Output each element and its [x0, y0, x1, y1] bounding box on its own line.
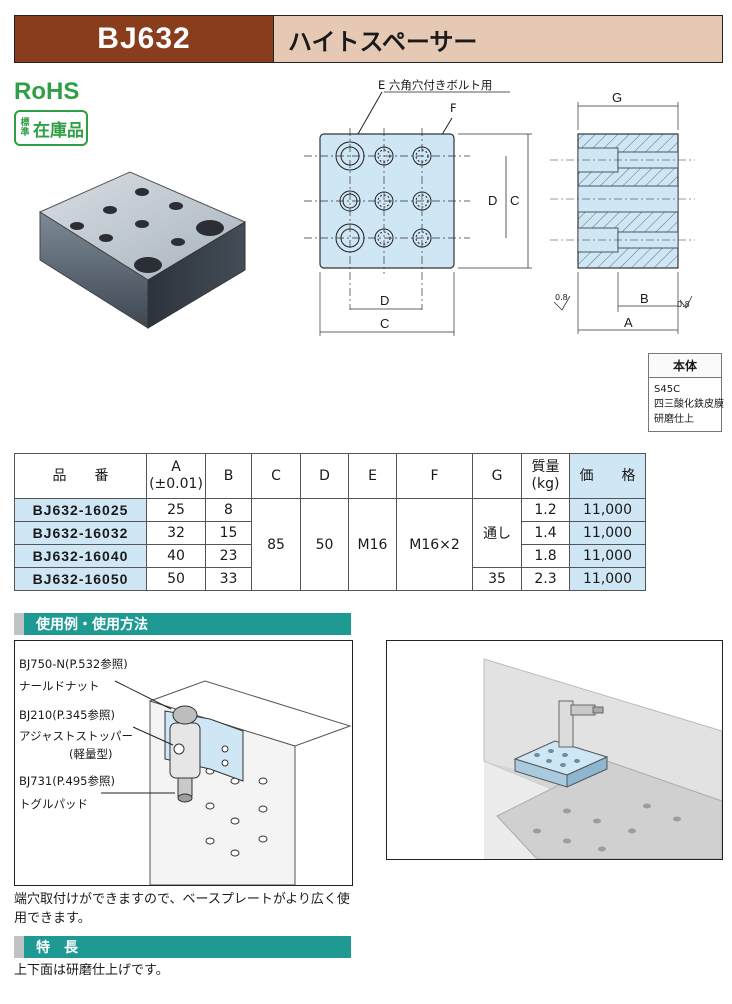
title-bar: BJ632 ハイトスペーサー: [14, 15, 723, 63]
cell-e: M16: [348, 498, 397, 591]
col-d: D: [300, 453, 349, 499]
label-c-horizontal: C: [380, 316, 390, 331]
col-mass-unit: (kg): [531, 476, 560, 492]
table-row: BJ632-16025 25 8 85 50 M16 M16×2 通し 1.2 …: [14, 498, 646, 591]
cell-b: 15: [205, 521, 252, 545]
cell-price: 11,000: [569, 544, 646, 568]
cell-mass: 1.4: [521, 521, 570, 545]
cell-mass: 1.8: [521, 544, 570, 568]
standard-label: 標準: [20, 118, 30, 138]
usage-left-panel: BJ750-N(P.532参照) ナールドナット BJ210(P.345参照) …: [14, 640, 353, 886]
usage-illustration: [101, 680, 352, 885]
label-b: B: [640, 291, 649, 306]
cell-b: 33: [205, 567, 252, 591]
table-row: BJ632-16032 32 15 1.4 11,000: [14, 521, 646, 545]
col-a: A(±0.01): [146, 453, 206, 499]
col-mass-label: 質量: [531, 459, 560, 475]
usage-section-header: 使用例・使用方法: [14, 613, 351, 635]
features-title: 特 長: [36, 940, 78, 956]
cell-c: 85: [251, 498, 301, 591]
material-header: 本体: [649, 354, 721, 378]
usage-label-2-line2: アジャストストッパー: [19, 729, 133, 743]
col-e: E: [348, 453, 397, 499]
part-number: BJ632-16025: [14, 498, 147, 522]
cell-price: 11,000: [569, 521, 646, 545]
cell-d: 50: [300, 498, 349, 591]
col-a-tol: (±0.01): [149, 476, 203, 492]
cell-f: M16×2: [396, 498, 473, 591]
cell-price: 11,000: [569, 498, 646, 522]
usage-label-1-line1: BJ750-N(P.532参照): [19, 657, 128, 671]
usage-photo: [483, 658, 723, 860]
part-number: BJ632-16050: [14, 567, 147, 591]
col-mass: 質量(kg): [521, 453, 570, 499]
section-marker: [14, 613, 24, 635]
col-c: C: [251, 453, 301, 499]
cell-a: 25: [146, 498, 206, 522]
label-d-horizontal: D: [380, 293, 390, 308]
features-text: 上下面は研磨仕上げです。: [14, 963, 169, 978]
material-line-2: 四三酸化鉄皮膜: [654, 399, 724, 410]
cell-b: 23: [205, 544, 252, 568]
cell-a: 40: [146, 544, 206, 568]
col-f: F: [396, 453, 473, 499]
cell-mass: 2.3: [521, 567, 570, 591]
cell-a: 50: [146, 567, 206, 591]
usage-title: 使用例・使用方法: [36, 617, 148, 633]
cell-a: 32: [146, 521, 206, 545]
label-e-bolt: E 六角穴付きボルト用: [378, 78, 493, 92]
rohs-badge: RoHS: [14, 78, 80, 105]
table-row: BJ632-16040 40 23 1.8 11,000: [14, 544, 646, 568]
usage-right-panel: [386, 640, 723, 860]
usage-label-2-line1: BJ210(P.345参照): [19, 708, 115, 722]
usage-label-3-line1: BJ731(P.495参照): [19, 774, 115, 788]
usage-label-1-line2: ナールドナット: [19, 679, 100, 693]
label-f: F: [450, 101, 457, 115]
usage-note: 端穴取付けができますので、ベースプレートがより広く使用できます。: [14, 892, 350, 926]
label-g: G: [612, 90, 623, 105]
cell-mass: 1.2: [521, 498, 570, 522]
table-row: BJ632-16050 50 33 35 2.3 11,000: [14, 567, 646, 591]
usage-label-2-line3: (軽量型): [69, 747, 113, 761]
cell-b: 8: [205, 498, 252, 522]
cell-g: 35: [472, 567, 522, 591]
part-number: BJ632-16032: [14, 521, 147, 545]
material-line-1: S45C: [654, 384, 681, 395]
cell-price: 11,000: [569, 567, 646, 591]
label-a: A: [624, 315, 633, 330]
features-section-header: 特 長: [14, 936, 351, 958]
model-number: BJ632: [15, 16, 273, 62]
material-line-3: 研磨仕上: [654, 414, 694, 425]
label-c-vertical: C: [510, 193, 520, 208]
label-d-vertical: D: [488, 193, 498, 208]
col-b: B: [205, 453, 252, 499]
cell-g-through: 通し: [472, 498, 522, 568]
product-name: ハイトスペーサー: [273, 16, 722, 62]
part-number: BJ632-16040: [14, 544, 147, 568]
section-marker: [14, 936, 24, 958]
product-image: [38, 171, 247, 329]
col-g: G: [472, 453, 522, 499]
material-box: 本体 S45C 四三酸化鉄皮膜 研磨仕上: [648, 353, 724, 432]
top-view-drawing: [304, 91, 532, 336]
col-part: 品 番: [14, 453, 147, 499]
roughness-mark-right: 0.8: [677, 300, 690, 309]
stock-label: 在庫品: [33, 120, 84, 141]
col-a-label: A: [171, 459, 181, 475]
standard-stock-badge: 標準 在庫品: [14, 110, 88, 146]
roughness-mark-left: 0.8: [555, 293, 568, 302]
spec-table: 品 番 A(±0.01) B C D E F G 質量(kg) 価 格 BJ63…: [14, 453, 646, 591]
col-price: 価 格: [569, 453, 646, 499]
table-header-row: 品 番 A(±0.01) B C D E F G 質量(kg) 価 格: [14, 453, 646, 499]
usage-label-3-line2: トグルパッド: [19, 797, 88, 811]
side-view-drawing: [550, 102, 695, 334]
